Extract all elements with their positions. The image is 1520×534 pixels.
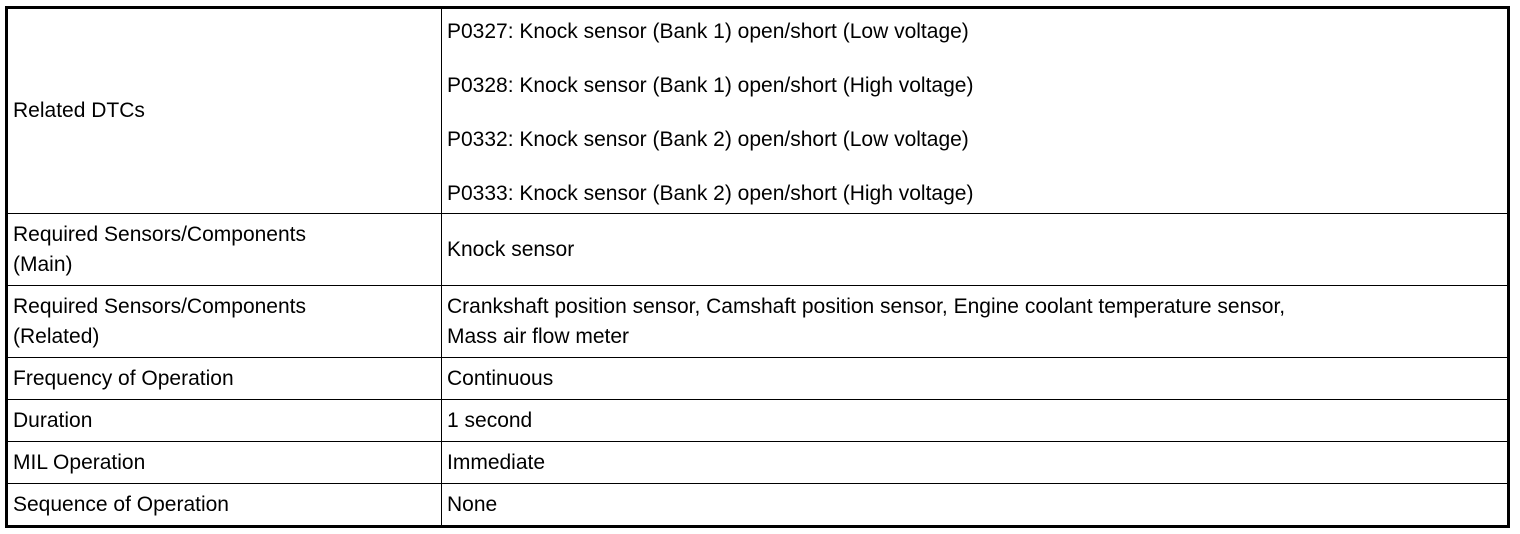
row-value-line: Mass air flow meter: [447, 324, 630, 348]
row-label-required-main: Required Sensors/Components (Main): [6, 213, 442, 286]
row-value-required-related: Crankshaft position sensor, Camshaft pos…: [441, 285, 1509, 358]
table-row-frequency: Frequency of Operation Continuous: [6, 357, 1509, 400]
table-row-sequence: Sequence of Operation None: [6, 483, 1509, 527]
row-label-line: Required Sensors/Components: [13, 294, 306, 318]
row-label-line: Required Sensors/Components: [13, 222, 306, 246]
table-row-related-dtcs: Related DTCs P0327: Knock sensor (Bank 1…: [6, 7, 1509, 214]
row-label-duration: Duration: [6, 399, 442, 442]
row-label-frequency: Frequency of Operation: [6, 357, 442, 400]
row-value-mil-operation: Immediate: [441, 441, 1509, 484]
dtc-p0327: P0327: Knock sensor (Bank 1) open/short …: [447, 20, 969, 43]
row-label-required-related: Required Sensors/Components (Related): [6, 285, 442, 358]
table-row-mil-operation: MIL Operation Immediate: [6, 441, 1509, 484]
table-row-required-related: Required Sensors/Components (Related) Cr…: [6, 285, 1509, 358]
dtc-p0332: P0332: Knock sensor (Bank 2) open/short …: [447, 128, 969, 151]
table-row-required-main: Required Sensors/Components (Main) Knock…: [6, 213, 1509, 286]
table-row-duration: Duration 1 second: [6, 399, 1509, 442]
dtc-p0328: P0328: Knock sensor (Bank 1) open/short …: [447, 74, 974, 97]
row-value-related-dtcs: P0327: Knock sensor (Bank 1) open/short …: [441, 7, 1509, 214]
monitor-spec-table: Related DTCs P0327: Knock sensor (Bank 1…: [5, 6, 1510, 528]
row-label-mil-operation: MIL Operation: [6, 441, 442, 484]
row-label-line: (Related): [13, 324, 100, 348]
row-value-required-main: Knock sensor: [441, 213, 1509, 286]
row-label-sequence: Sequence of Operation: [6, 483, 442, 527]
row-label-line: (Main): [13, 252, 73, 276]
row-label-related-dtcs: Related DTCs: [6, 7, 442, 214]
row-value-duration: 1 second: [441, 399, 1509, 442]
dtc-p0333: P0333: Knock sensor (Bank 2) open/short …: [447, 182, 974, 205]
row-value-frequency: Continuous: [441, 357, 1509, 400]
row-value-line: Crankshaft position sensor, Camshaft pos…: [447, 294, 1286, 318]
row-value-sequence: None: [441, 483, 1509, 527]
